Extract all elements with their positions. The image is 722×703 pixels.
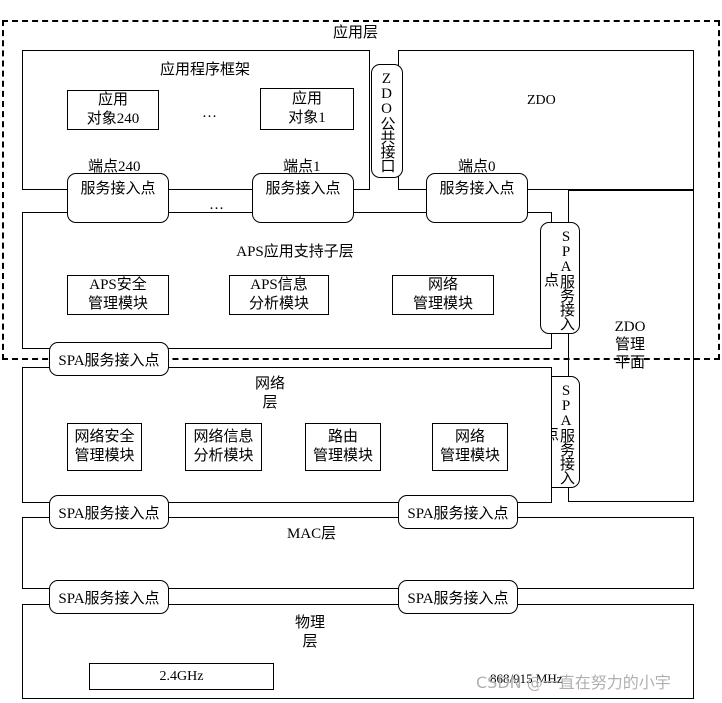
network-security-module: 网络安全 管理模块 [67, 423, 142, 471]
endpoint-sap-ellipsis: … [209, 197, 224, 213]
app-object-1: 应用 对象1 [260, 88, 354, 130]
network-mgmt-module: 网络 管理模块 [432, 423, 508, 471]
aps-security-module: APS安全 管理模块 [67, 275, 169, 315]
zdo-label: ZDO [527, 93, 556, 108]
endpoint-240-label: 端点240 [88, 159, 141, 175]
endpoint-240-sap: 服务接入点 [67, 173, 169, 223]
physical-layer-label: 物理 层 [294, 615, 325, 650]
spa-sap-network-mac-right: SPA服务接入点 [398, 495, 518, 529]
endpoint-1-sap: 服务接入点 [252, 173, 354, 223]
application-layer-label: 应用层 [333, 25, 379, 41]
network-info-analysis-module: 网络信息 分析模块 [185, 423, 262, 471]
aps-info-analysis-module: APS信息 分析模块 [229, 275, 329, 315]
spa-sap-vertical-aps: SPA服务接入 点 [540, 222, 580, 334]
spa-sap-mac-phy-right: SPA服务接入点 [398, 580, 518, 614]
app-objects-ellipsis: … [202, 105, 217, 121]
endpoint-1-label: 端点1 [283, 159, 321, 175]
mac-layer-box [22, 517, 694, 589]
zdo-public-interface: ZDO公共接口 [371, 64, 403, 178]
network-layer-label: 网络 层 [254, 376, 285, 411]
mac-layer-label: MAC层 [287, 526, 337, 542]
aps-network-mgmt-module: 网络 管理模块 [392, 275, 494, 315]
zdo-management-plane-label: ZDO 管理 平面 [614, 319, 646, 371]
spa-sap-aps-network: SPA服务接入点 [49, 342, 169, 376]
phy-868-915mhz-label: 868/915 MHz [490, 671, 563, 686]
spa-sap-mac-phy-left: SPA服务接入点 [49, 580, 169, 614]
routing-mgmt-module: 路由 管理模块 [305, 423, 381, 471]
app-object-240: 应用 对象240 [67, 90, 159, 130]
aps-sublayer-label: APS应用支持子层 [236, 244, 354, 260]
application-framework-label: 应用程序框架 [160, 62, 251, 78]
phy-2-4ghz-box: 2.4GHz [89, 663, 274, 690]
endpoint-0-sap: 服务接入点 [426, 173, 528, 223]
spa-sap-network-mac-left: SPA服务接入点 [49, 495, 169, 529]
zdo-box [398, 50, 694, 190]
zdo-management-plane-box [568, 190, 694, 502]
csdn-watermark: CSDN @一直在努力的小宇 [476, 673, 671, 692]
endpoint-0-label-visible: 端点0 [458, 159, 496, 175]
application-layer-boundary [2, 20, 720, 360]
